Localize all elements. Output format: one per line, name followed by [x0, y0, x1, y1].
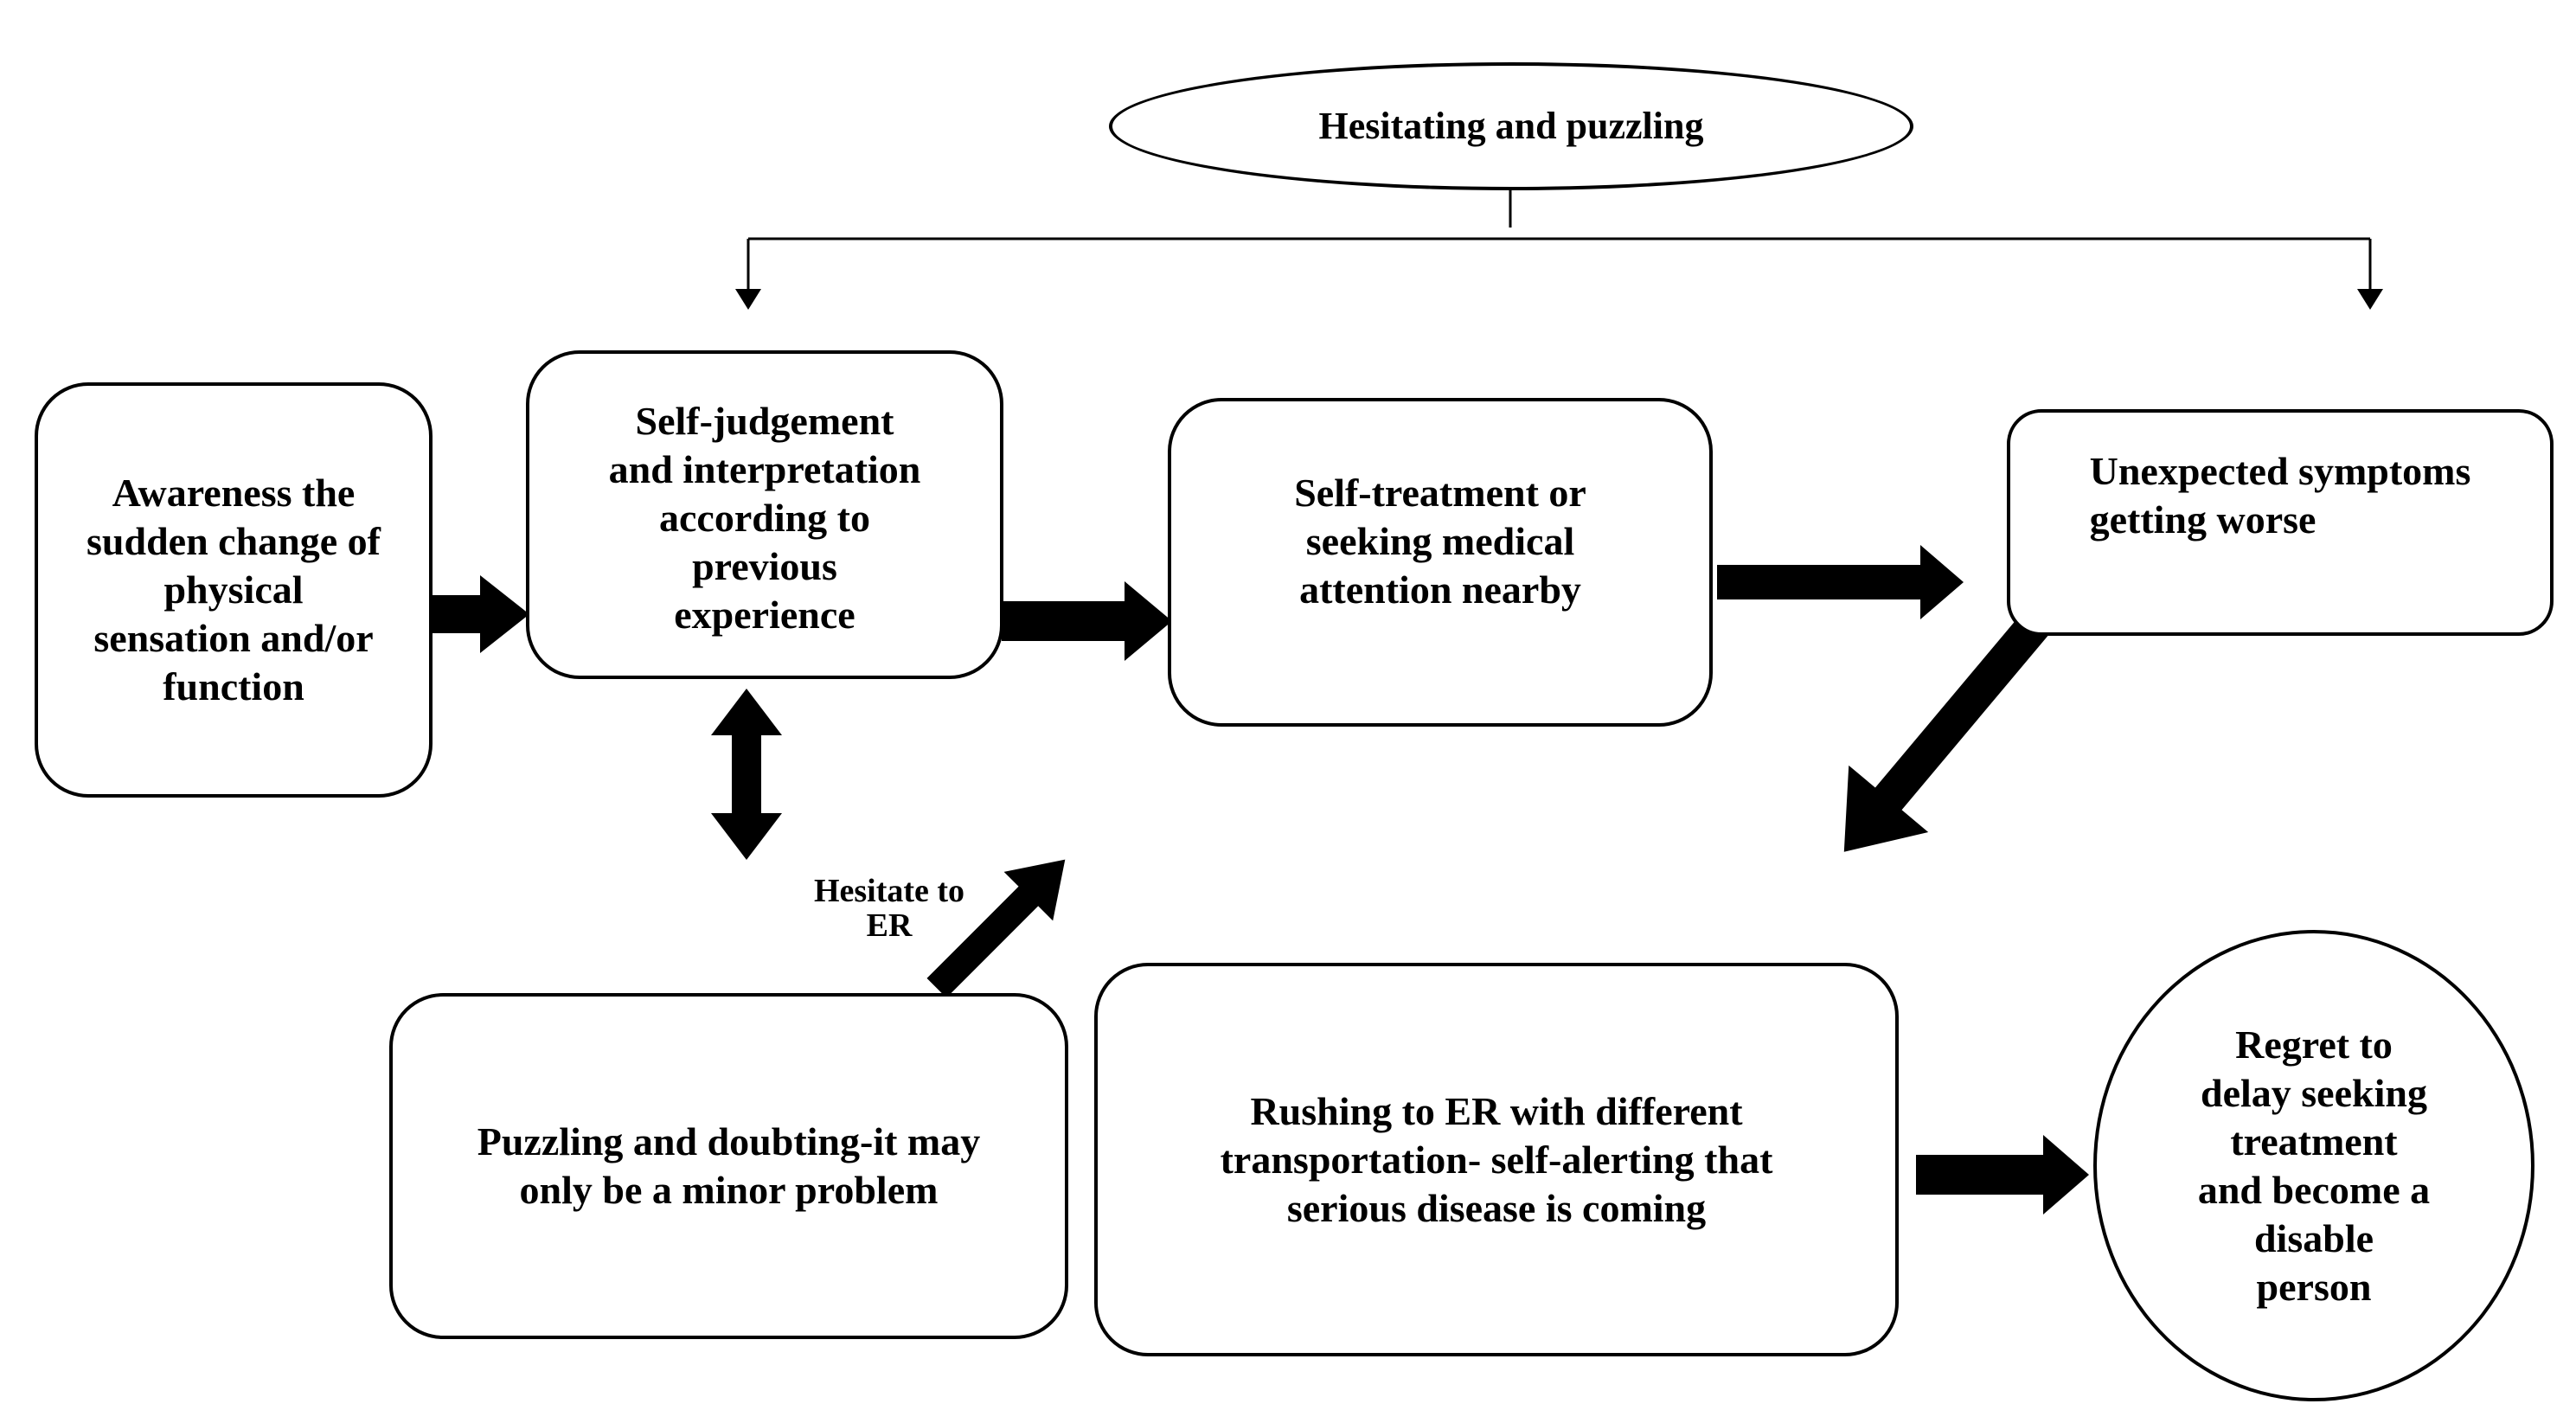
- header-label: Hesitating and puzzling: [1318, 105, 1704, 147]
- node-rushing: Rushing to ER with different transportat…: [1094, 963, 1899, 1356]
- double-arrow-judgement-hesitate: [711, 689, 782, 860]
- header-hesitating-ellipse: Hesitating and puzzling: [1109, 62, 1913, 190]
- arrow-awareness-to-judgement: [433, 575, 529, 653]
- arrow-hesitate-to-treatment: [926, 859, 1066, 998]
- header-bracket: [747, 184, 2372, 291]
- node-puzzling: Puzzling and doubting-it may only be a m…: [389, 993, 1068, 1339]
- bracket-right-arrowhead: [2357, 289, 2383, 310]
- node-awareness: Awareness the sudden change of physical …: [35, 382, 433, 798]
- node-self-judgement-label: Self-judgement and interpretation accord…: [608, 399, 921, 637]
- node-self-treatment-label: Self-treatment or seeking medical attent…: [1294, 471, 1586, 612]
- arrow-rushing-to-regret: [1916, 1135, 2089, 1215]
- node-awareness-label: Awareness the sudden change of physical …: [87, 471, 381, 708]
- arrow-treatment-to-unexpected: [1717, 545, 1964, 619]
- node-self-judgement: Self-judgement and interpretation accord…: [526, 350, 1003, 679]
- node-regret: Regret to delay seeking treatment and be…: [2093, 930, 2534, 1401]
- bracket-left-arrowhead: [735, 289, 761, 310]
- node-regret-label: Regret to delay seeking treatment and be…: [2197, 1022, 2431, 1309]
- node-rushing-label: Rushing to ER with different transportat…: [1220, 1088, 1773, 1230]
- label-hesitate-to-er: Hesitate to ER: [813, 873, 965, 944]
- node-puzzling-label: Puzzling and doubting-it may only be a m…: [477, 1119, 981, 1212]
- node-unexpected: Unexpected symptoms getting worse: [2007, 409, 2554, 636]
- node-unexpected-label: Unexpected symptoms getting worse: [2089, 449, 2471, 542]
- node-self-treatment: Self-treatment or seeking medical attent…: [1168, 398, 1713, 727]
- arrow-judgement-to-treatment: [1002, 581, 1172, 661]
